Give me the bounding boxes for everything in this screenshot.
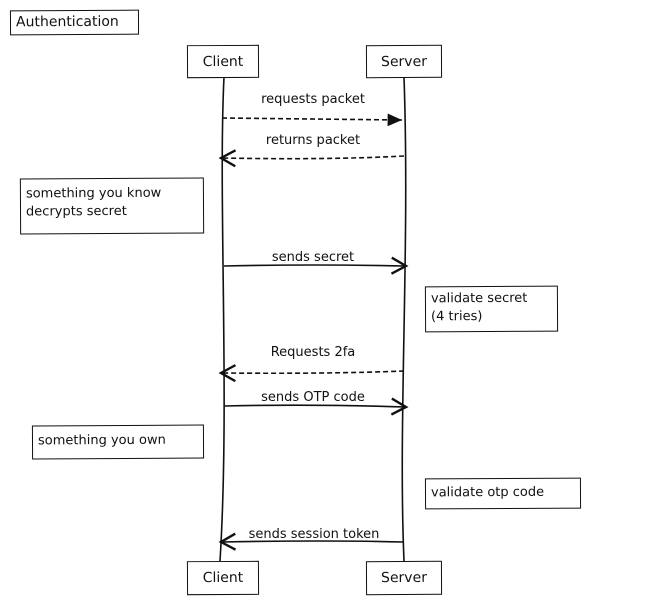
message-arrow-4 bbox=[218, 364, 405, 383]
message-label: sends secret bbox=[271, 250, 355, 265]
participant-server-bottom: Server bbox=[365, 560, 443, 596]
participant-client-bottom: Client bbox=[186, 560, 260, 596]
diagram-title: Authentication bbox=[9, 9, 140, 36]
note-validate-otp: validate otp code bbox=[424, 477, 582, 510]
note-something-you-know: something you know decrypts secret bbox=[19, 177, 205, 235]
message-label: requests packet bbox=[261, 92, 365, 107]
message-arrow-6 bbox=[218, 532, 405, 551]
message-arrow-3 bbox=[223, 256, 409, 275]
message-arrow-1 bbox=[221, 113, 403, 127]
message-label: Requests 2fa bbox=[270, 345, 356, 360]
participant-server-top: Server bbox=[365, 44, 443, 79]
message-label: returns packet bbox=[265, 133, 361, 148]
note-validate-secret: validate secret (4 tries) bbox=[424, 285, 559, 333]
message-label: sends OTP code bbox=[261, 390, 365, 405]
message-arrow-5 bbox=[223, 397, 409, 416]
message-label: sends session token bbox=[248, 527, 380, 542]
client-lifeline bbox=[219, 76, 225, 562]
server-lifeline bbox=[401, 76, 407, 562]
participant-client-top: Client bbox=[186, 44, 260, 79]
note-something-you-own: something you own bbox=[31, 424, 205, 460]
message-arrow-2 bbox=[218, 149, 405, 168]
